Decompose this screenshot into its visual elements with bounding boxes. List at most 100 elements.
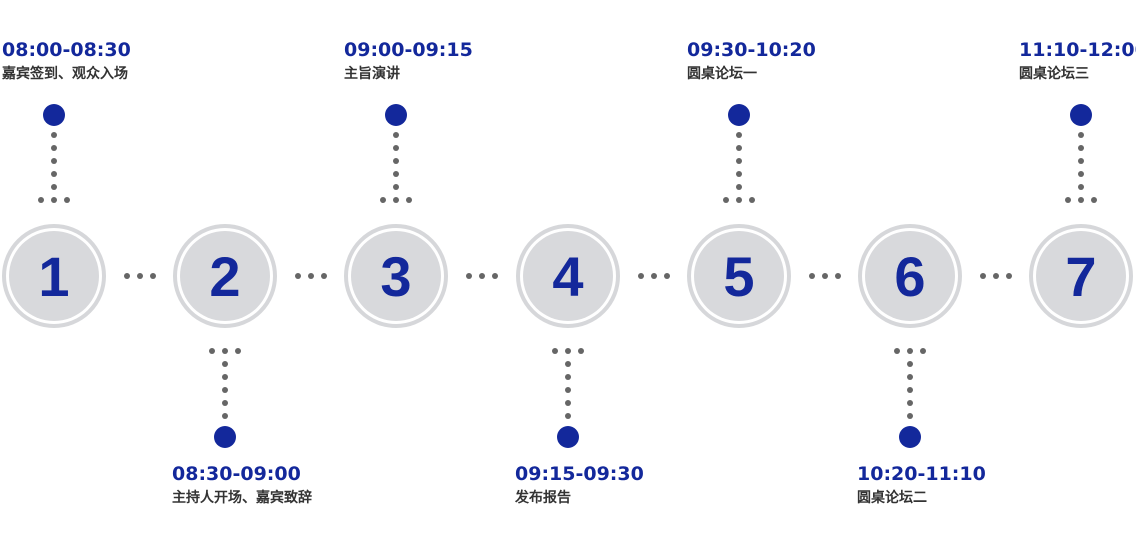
stem-dot xyxy=(907,361,913,367)
stem-dot xyxy=(1078,158,1084,164)
milestone-dot xyxy=(43,104,65,126)
step-title: 圆桌论坛二 xyxy=(857,490,927,506)
step-title: 圆桌论坛三 xyxy=(1019,66,1089,82)
stem-dot xyxy=(222,374,228,380)
stem-dot xyxy=(552,348,558,354)
step-title: 嘉宾签到、观众入场 xyxy=(2,66,128,82)
step-time: 09:30-10:20 xyxy=(687,39,816,61)
connector-dot xyxy=(149,273,156,279)
step-number: 7 xyxy=(1036,231,1126,321)
stem-dot xyxy=(1091,197,1097,203)
connector-dot xyxy=(466,273,472,279)
stem-dot xyxy=(565,413,571,419)
stem-dot xyxy=(51,184,57,190)
stem-dot xyxy=(907,348,913,354)
stem-dot xyxy=(393,145,399,151)
stem-dot xyxy=(565,348,571,354)
step-title: 主旨演讲 xyxy=(344,66,400,82)
stem-dot xyxy=(907,413,913,419)
step-number: 5 xyxy=(694,231,784,321)
stem-dot xyxy=(51,145,57,151)
connector-dot xyxy=(492,273,498,279)
stem-dot xyxy=(393,197,399,203)
stem-dot xyxy=(907,400,913,406)
stem-dot xyxy=(222,400,228,406)
stem-dot xyxy=(406,197,412,203)
connector-dot xyxy=(294,273,301,279)
stem-dot xyxy=(736,158,742,164)
connector-dot xyxy=(808,273,815,279)
connector-dot xyxy=(479,273,485,279)
stem-dot xyxy=(723,197,729,203)
stem-dot xyxy=(565,361,571,367)
step-number: 6 xyxy=(865,231,955,321)
step-time: 11:10-12:00 xyxy=(1019,39,1136,61)
stem-dot xyxy=(393,132,399,138)
step-title: 主持人开场、嘉宾致辞 xyxy=(172,490,312,506)
stem-dot xyxy=(578,348,584,354)
stem-dot xyxy=(565,387,571,393)
stem-dot xyxy=(565,400,571,406)
stem-dot xyxy=(1078,132,1084,138)
milestone-dot xyxy=(728,104,750,126)
step-number: 3 xyxy=(351,231,441,321)
stem-dot xyxy=(920,348,926,354)
stem-dot xyxy=(51,132,57,138)
connector-dot xyxy=(307,273,314,279)
step-circle: 4 xyxy=(516,224,620,328)
stem-dot xyxy=(907,387,913,393)
milestone-dot xyxy=(385,104,407,126)
stem-dot xyxy=(736,145,742,151)
step-circle: 5 xyxy=(687,224,791,328)
stem-dot xyxy=(1078,184,1084,190)
connector-dot xyxy=(834,273,841,279)
milestone-dot xyxy=(557,426,579,448)
step-label: 08:00-08:30 嘉宾签到、观众入场 xyxy=(2,39,131,84)
connector-dot xyxy=(1005,273,1012,279)
step-number: 4 xyxy=(523,231,613,321)
stem-dot xyxy=(749,197,755,203)
stem-dot xyxy=(38,197,44,203)
connector-dot xyxy=(663,273,670,279)
step-time: 09:00-09:15 xyxy=(344,39,473,61)
stem-dot xyxy=(222,413,228,419)
stem-dot xyxy=(51,171,57,177)
step-number: 1 xyxy=(9,231,99,321)
step-circle: 6 xyxy=(858,224,962,328)
stem-dot xyxy=(736,171,742,177)
connector-dot xyxy=(637,273,644,279)
connector-dot xyxy=(123,273,130,279)
stem-dot xyxy=(209,348,215,354)
stem-dot xyxy=(380,197,386,203)
step-title: 圆桌论坛一 xyxy=(687,66,757,82)
connector-dot xyxy=(320,273,327,279)
stem-dot xyxy=(235,348,241,354)
stem-dot xyxy=(894,348,900,354)
stem-dot xyxy=(1078,145,1084,151)
stem-dot xyxy=(393,171,399,177)
stem-dot xyxy=(907,374,913,380)
connector-dot xyxy=(650,273,657,279)
connector-dot xyxy=(821,273,828,279)
stem-dot xyxy=(1078,197,1084,203)
stem-dot xyxy=(222,387,228,393)
stem-dot xyxy=(736,132,742,138)
step-label: 09:00-09:15 主旨演讲 xyxy=(344,39,473,84)
step-time: 10:20-11:10 xyxy=(857,463,986,485)
milestone-dot xyxy=(1070,104,1092,126)
stem-dot xyxy=(393,158,399,164)
stem-dot xyxy=(51,197,57,203)
step-circle: 1 xyxy=(2,224,106,328)
step-time: 08:00-08:30 xyxy=(2,39,131,61)
stem-dot xyxy=(64,197,70,203)
stem-dot xyxy=(1078,171,1084,177)
step-circle: 3 xyxy=(344,224,448,328)
step-label: 10:20-11:10 圆桌论坛二 xyxy=(857,463,986,508)
stem-dot xyxy=(393,184,399,190)
step-time: 09:15-09:30 xyxy=(515,463,644,485)
step-label: 11:10-12:00 圆桌论坛三 xyxy=(1019,39,1136,84)
step-circle: 2 xyxy=(173,224,277,328)
step-circle: 7 xyxy=(1029,224,1133,328)
